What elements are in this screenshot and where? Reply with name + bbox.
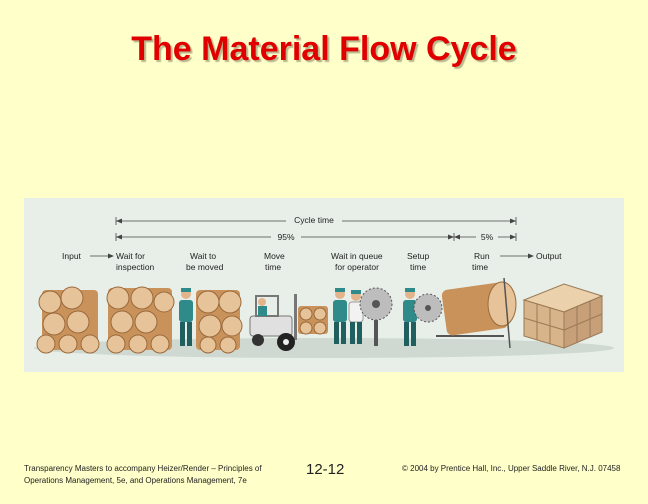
footer-source-note: Transparency Masters to accompany Heizer… <box>24 464 262 485</box>
stage-run-time-line1: Run <box>474 251 490 261</box>
worker-queue-1 <box>333 288 347 344</box>
page-number: 12-12 <box>306 461 345 478</box>
worker-queue-2 <box>348 290 364 344</box>
stage-wait-queue-line2: for operator <box>335 262 379 272</box>
worker-inspector <box>179 288 193 346</box>
stage-run-time-line2: time <box>472 262 488 272</box>
saw-blade-2 <box>413 293 443 323</box>
stage-wait-inspection-line1: Wait for <box>116 251 145 261</box>
stage-wait-moved-line1: Wait to <box>190 251 216 261</box>
cycle-arrow-right <box>510 218 516 224</box>
stage-wait-queue-line1: Wait in queue <box>331 251 383 261</box>
saw-blade <box>359 287 393 346</box>
stage-output-label: Output <box>536 251 562 261</box>
log-pile-input <box>36 286 100 354</box>
stage-move-time-line1: Move <box>264 251 285 261</box>
stage-wait-moved-line2: be moved <box>186 262 224 272</box>
log-pile-wait-move <box>196 290 243 354</box>
stage-input-label: Input <box>62 251 82 261</box>
diagram-canvas: Cycle time 95% 5% Input Wait for inspect… <box>34 214 614 358</box>
footer-copyright: © 2004 by Prentice Hall, Inc., Upper Sad… <box>402 464 621 473</box>
worker-setup <box>403 288 417 346</box>
log-cutting-run <box>436 277 517 349</box>
stage-setup-time-line1: Setup <box>407 251 429 261</box>
stage-setup-time-line2: time <box>410 262 426 272</box>
stage-wait-inspection-line2: inspection <box>116 262 155 272</box>
cycle-time-label: Cycle time <box>294 215 334 225</box>
log-pile-move <box>298 306 328 335</box>
material-flow-diagram: Cycle time 95% 5% Input Wait for inspect… <box>24 198 624 372</box>
stage-move-time-line2: time <box>265 262 281 272</box>
percent-run-label: 5% <box>481 232 494 242</box>
forklift <box>249 294 297 351</box>
lumber-output-stack <box>522 283 604 349</box>
slide-title: The Material Flow Cycle <box>131 30 517 68</box>
log-pile-inspection <box>106 286 175 354</box>
cycle-arrow-left <box>116 218 122 224</box>
percent-wait-label: 95% <box>277 232 294 242</box>
